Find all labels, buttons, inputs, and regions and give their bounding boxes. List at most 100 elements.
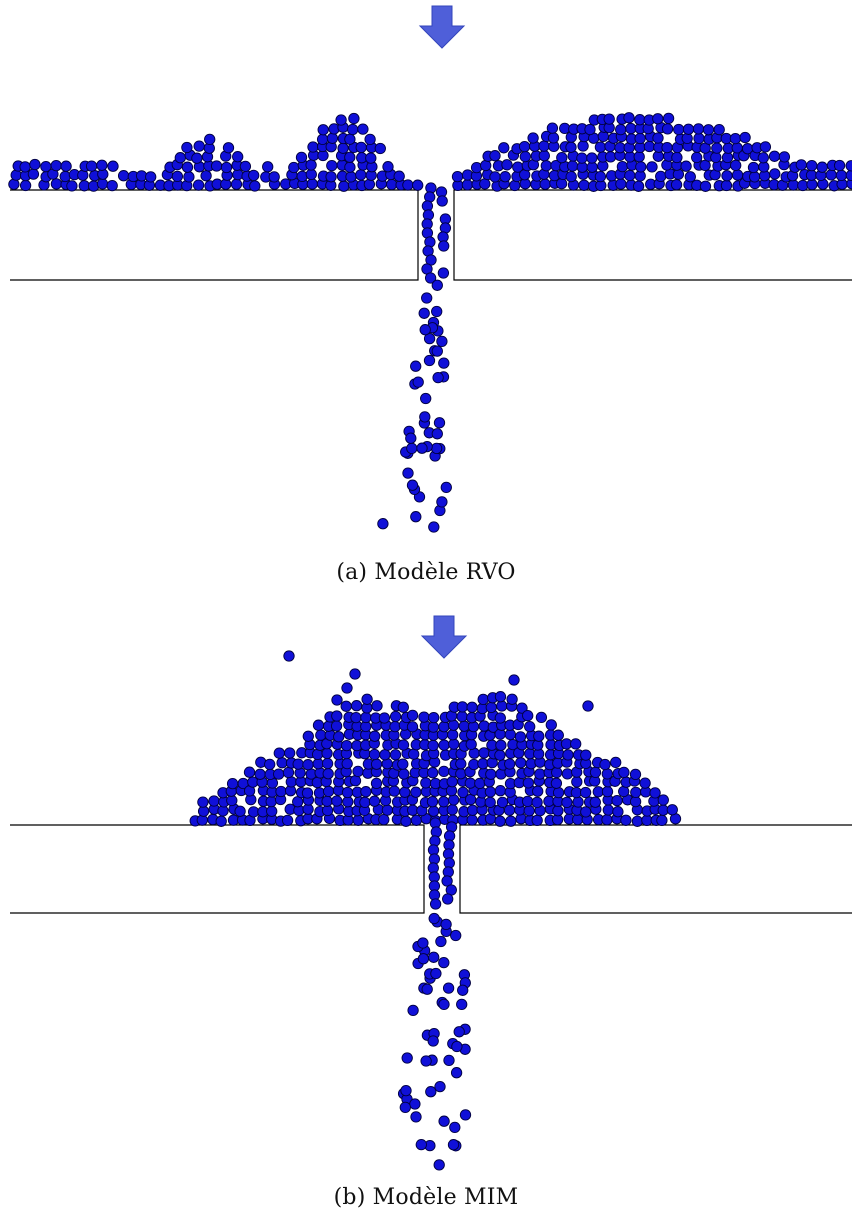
agent-dot — [360, 711, 372, 724]
agent-dot — [208, 795, 220, 807]
agent-dot — [355, 141, 367, 154]
agent-dot — [643, 140, 656, 153]
agent-dot — [795, 159, 807, 171]
panel-mim: (b) Modèle MIM — [0, 610, 852, 1221]
left-wall — [10, 189, 419, 281]
caption-mim: (b) Modèle MIM — [333, 1185, 519, 1210]
agent-dot — [474, 777, 486, 790]
agent-dot — [378, 813, 390, 826]
agent-dot — [806, 159, 818, 172]
agent-dot — [368, 795, 381, 807]
agent-dot — [405, 432, 417, 444]
agent-dot — [262, 161, 274, 173]
agent-dot — [282, 766, 295, 779]
agent-dot — [400, 1084, 412, 1097]
agent-dot — [535, 711, 548, 724]
agent-dot — [552, 805, 564, 817]
agent-dot — [657, 794, 669, 806]
agent-dot — [292, 758, 304, 770]
agent-dot — [565, 170, 577, 183]
agent-dot — [330, 720, 343, 732]
agent-dot — [386, 178, 398, 191]
agent-dot — [494, 712, 506, 724]
agent-dot — [523, 805, 535, 817]
agent-dot — [335, 114, 347, 126]
agent-dot — [321, 795, 333, 807]
agent-dot — [368, 748, 381, 761]
agent-dot — [440, 481, 452, 494]
agent-dot — [561, 796, 573, 809]
agent-dot — [495, 739, 507, 751]
agent-dot — [378, 712, 391, 724]
agent-dot — [620, 814, 632, 826]
agent-dot — [635, 161, 647, 173]
agent-dot — [522, 777, 534, 789]
agent-dot — [494, 785, 507, 797]
agent-dot — [566, 160, 579, 172]
agent-dot — [434, 1080, 446, 1093]
agent-dot — [601, 814, 613, 826]
agent-dot — [494, 691, 507, 703]
agent-dot — [655, 170, 667, 183]
agent-dot — [589, 796, 601, 808]
agent-dot — [806, 178, 818, 191]
agent-dot — [499, 171, 511, 183]
agent-dot — [769, 168, 781, 180]
agent-dot — [584, 123, 596, 136]
agent-dot — [226, 794, 238, 807]
agent-dot — [331, 795, 343, 807]
agent-dot — [402, 179, 414, 191]
agent-dot — [673, 123, 685, 136]
agent-dot — [604, 151, 617, 163]
agent-dot — [363, 178, 376, 191]
agent-dot — [316, 133, 329, 146]
agent-dot — [364, 133, 376, 146]
agent-dot — [428, 711, 440, 724]
agent-dot — [489, 150, 501, 162]
agent-dot — [415, 1138, 427, 1151]
agent-dot — [243, 766, 256, 778]
agent-dot — [424, 272, 437, 284]
agent-dot — [478, 747, 490, 759]
agent-dot — [440, 918, 452, 931]
agent-dot — [433, 1159, 445, 1171]
agent-dot — [494, 749, 506, 761]
agent-dot — [107, 160, 119, 172]
agent-dot — [430, 442, 443, 455]
agent-dot — [423, 332, 436, 345]
agent-dot — [350, 711, 362, 724]
agent-dot — [456, 710, 468, 723]
agent-dot — [496, 700, 508, 712]
agent-dot — [215, 815, 227, 827]
agent-dot — [171, 170, 184, 183]
agent-dot — [805, 169, 818, 181]
agent-dot — [601, 785, 614, 798]
agent-dot — [273, 747, 285, 759]
agent-dot — [438, 998, 450, 1011]
agent-dot — [96, 178, 109, 190]
agent-dot — [420, 1055, 432, 1067]
agent-dot — [418, 307, 430, 319]
agent-dot — [602, 804, 614, 816]
agent-dot — [321, 757, 334, 770]
agent-dot — [174, 152, 186, 164]
agent-dot — [552, 729, 564, 741]
agent-dot — [325, 171, 337, 183]
agent-dot — [427, 721, 440, 733]
agent-dot — [285, 776, 297, 788]
agent-dot — [204, 133, 216, 146]
agent-dot — [447, 1139, 460, 1151]
agent-dot — [624, 169, 636, 182]
agent-dot — [193, 140, 205, 152]
agent-dot — [692, 123, 705, 135]
agent-dot — [410, 360, 422, 372]
agent-dot — [682, 123, 695, 135]
agent-dot — [652, 113, 664, 125]
agent-dot — [66, 180, 78, 192]
down-arrow-icon — [418, 5, 466, 49]
agent-dot — [338, 180, 350, 192]
agent-dot — [672, 168, 685, 180]
agent-dot — [248, 169, 260, 182]
agent-dot — [586, 152, 598, 164]
agent-dot — [348, 112, 360, 125]
